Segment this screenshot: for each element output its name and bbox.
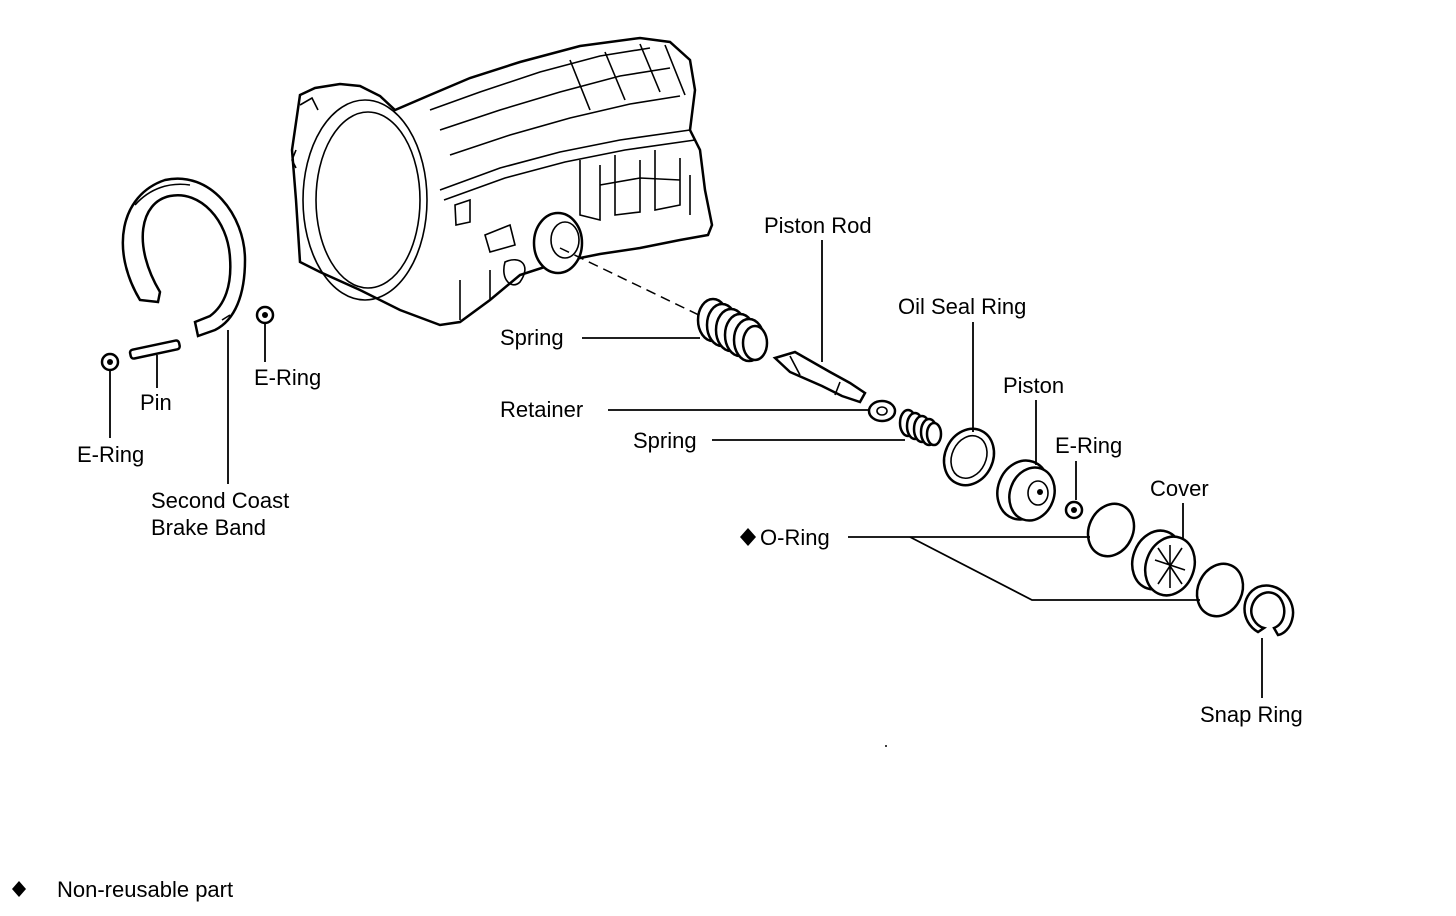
oil-seal-ring [942,427,996,487]
leader-lines [109,240,1263,698]
band-e-ring-right [255,305,275,325]
piston-rod [772,350,867,404]
label-second-coast-line2: Brake Band [151,515,266,540]
label-spring-inner: Spring [633,428,697,453]
label-o-ring-text: O-Ring [760,525,830,550]
label-snap-ring: Snap Ring [1200,702,1303,727]
label-oil-seal-ring: Oil Seal Ring [898,294,1026,319]
label-e-ring-band-right: E-Ring [254,365,321,390]
speck [885,745,887,747]
label-second-coast-line1: Second Coast [151,488,289,513]
assembly-axis [559,247,706,319]
label-o-ring: O-Ring [740,525,830,550]
label-e-ring-servo: E-Ring [1055,433,1122,458]
legend: Non-reusable part [12,877,233,902]
transmission-case [290,36,714,327]
label-spring-outer: Spring [500,325,564,350]
label-piston-rod: Piston Rod [764,213,872,238]
servo-e-ring [1064,500,1084,520]
label-pin: Pin [140,390,172,415]
legend-diamond-icon [12,881,26,897]
band-e-ring-left [100,352,120,372]
label-e-ring-band-left: E-Ring [77,442,144,467]
band-pin [128,339,181,360]
non-reusable-diamond-icon [740,528,756,546]
retainer [867,399,897,423]
label-retainer: Retainer [500,397,583,422]
inner-spring [898,408,943,447]
label-cover: Cover [1150,476,1209,501]
piston [996,459,1056,522]
brake-band [121,177,247,338]
o-ring-upper [1086,502,1136,558]
label-piston: Piston [1003,373,1064,398]
snap-ring [1243,584,1295,637]
cover [1130,529,1197,597]
legend-text: Non-reusable part [57,877,233,902]
outer-spring [696,297,769,363]
o-ring-lower [1195,562,1245,618]
